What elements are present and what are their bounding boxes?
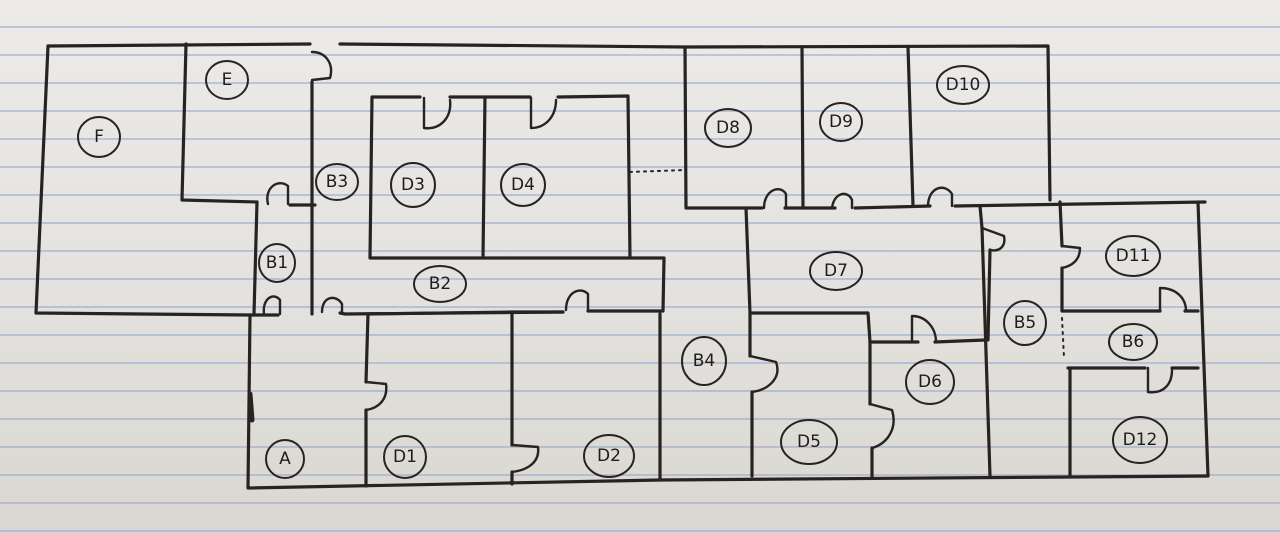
room-label-b3: B3 <box>315 163 359 201</box>
wall-f-room <box>34 44 252 317</box>
svg-text:B4: B4 <box>693 351 715 371</box>
svg-text:D1: D1 <box>393 447 417 467</box>
svg-text:D10: D10 <box>946 75 981 95</box>
svg-text:D6: D6 <box>918 372 942 392</box>
svg-text:D2: D2 <box>597 446 621 466</box>
svg-text:B3: B3 <box>326 172 348 192</box>
room-label-d8: D8 <box>704 108 752 148</box>
walls <box>34 42 1210 490</box>
room-label-b2: B2 <box>413 265 467 303</box>
room-label-d12: D12 <box>1112 416 1168 464</box>
door-b2-d2 <box>564 289 590 312</box>
svg-text:D7: D7 <box>824 261 848 281</box>
door-b2 <box>320 296 344 314</box>
opening-b5-b6 <box>1061 317 1065 359</box>
door-d11 <box>1060 244 1082 270</box>
room-label-d6: D6 <box>905 359 955 405</box>
door-d5-right <box>868 402 895 450</box>
door-d12 <box>1146 366 1174 394</box>
room-label-d10: D10 <box>936 65 990 105</box>
svg-text:E: E <box>222 70 233 90</box>
door-e-room <box>266 182 290 206</box>
door-d8 <box>762 188 788 210</box>
room-label-d1: D1 <box>383 435 427 479</box>
wall-b5-corridor <box>980 226 992 478</box>
wall-entrance <box>247 391 255 423</box>
door-d9 <box>830 192 854 210</box>
opening-d4-d8 <box>629 169 687 173</box>
wall-b4-d5 <box>658 311 874 482</box>
svg-text:B5: B5 <box>1014 313 1036 333</box>
door-d5-left <box>748 354 779 394</box>
door-d3 <box>422 96 452 130</box>
room-label-b1: B1 <box>258 243 296 283</box>
door-d2 <box>510 443 540 474</box>
svg-text:D3: D3 <box>401 175 425 195</box>
svg-text:A: A <box>279 449 291 469</box>
wall-d8-d10 <box>683 45 1207 210</box>
room-label-d3: D3 <box>390 162 436 208</box>
svg-text:B1: B1 <box>266 253 288 273</box>
door-d7-right <box>980 226 1006 252</box>
wall-e-room <box>180 42 317 207</box>
door-d4 <box>529 96 558 130</box>
svg-text:D5: D5 <box>797 432 821 452</box>
room-label-b6: B6 <box>1108 323 1158 361</box>
door-d11-bottom <box>1158 286 1188 313</box>
door-b1 <box>262 295 282 316</box>
wall-b1-corridor <box>252 200 259 316</box>
svg-text:F: F <box>94 127 104 147</box>
svg-text:D11: D11 <box>1116 246 1151 266</box>
room-label-b4: B4 <box>681 336 727 386</box>
door-d1 <box>364 380 388 412</box>
door-e-corridor <box>310 50 333 82</box>
room-labels: F E B3 D3 D4 D8 D9 D10 B1 B2 D7 D11 B5 B… <box>77 60 1168 479</box>
svg-text:D9: D9 <box>829 112 853 132</box>
svg-text:B2: B2 <box>429 274 451 294</box>
room-label-d9: D9 <box>819 102 863 142</box>
room-label-b5: B5 <box>1003 300 1047 346</box>
svg-text:D12: D12 <box>1123 430 1158 450</box>
room-label-d5: D5 <box>780 419 838 465</box>
door-d10 <box>926 186 954 208</box>
room-label-e: E <box>205 60 249 100</box>
room-label-f: F <box>77 116 121 158</box>
wall-outer-top <box>46 42 1052 202</box>
room-label-d11: D11 <box>1105 235 1161 277</box>
wall-d11-d12 <box>1058 200 1210 478</box>
wall-d7-room <box>744 204 992 344</box>
svg-text:D4: D4 <box>511 175 535 195</box>
room-label-d2: D2 <box>583 434 635 478</box>
room-label-d7: D7 <box>809 251 863 291</box>
wall-d3-d4 <box>368 94 666 313</box>
door-d6 <box>910 314 938 344</box>
room-label-d4: D4 <box>500 163 546 207</box>
room-label-a: A <box>265 439 305 479</box>
svg-text:B6: B6 <box>1122 332 1144 352</box>
doors <box>262 50 1188 474</box>
svg-text:D8: D8 <box>716 118 740 138</box>
